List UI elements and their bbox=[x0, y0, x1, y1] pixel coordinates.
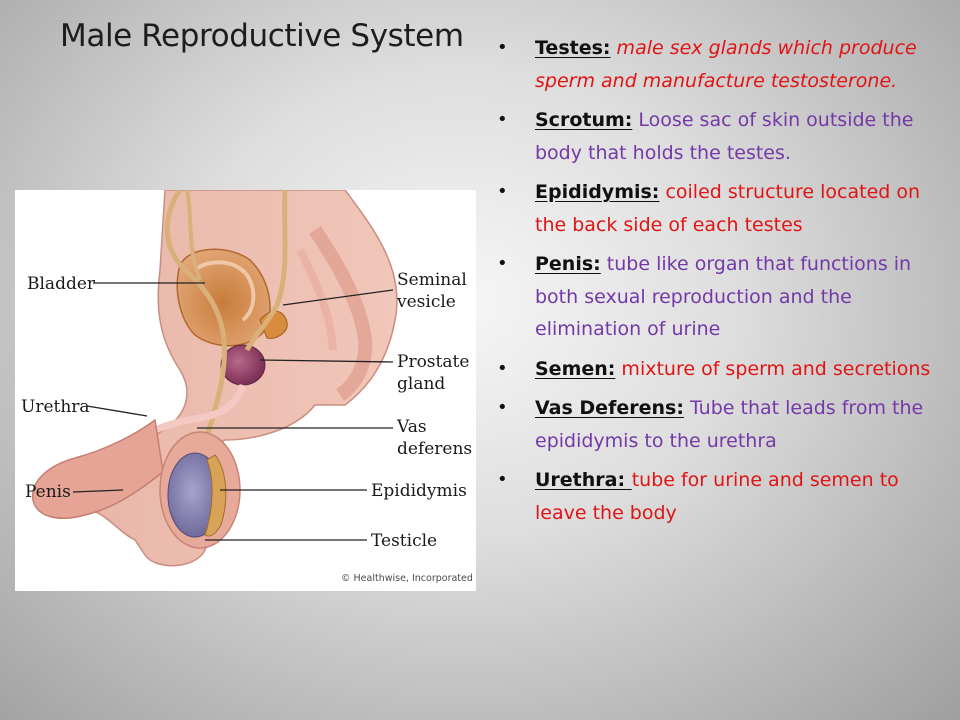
bullet-term: Scrotum: bbox=[535, 109, 633, 131]
label-prostate-1: Prostate bbox=[397, 352, 469, 372]
bullet-text: mixture of sperm and secretions bbox=[615, 357, 931, 380]
vas-deferens-tube-2 bbox=[185, 190, 202, 281]
penis-organ bbox=[32, 418, 164, 519]
bullet-item: • Vas Deferens: Tube that leads from the … bbox=[497, 392, 937, 457]
bullet-item: • Semen: mixture of sperm and secretions bbox=[497, 353, 937, 386]
muscle-shading-2 bbox=[296, 248, 337, 351]
bullet-item: • Testes: male sex glands which produce s… bbox=[497, 32, 937, 97]
bullet-text: tube like organ that functions in both s… bbox=[535, 253, 912, 340]
label-epididymis: Epididymis bbox=[371, 481, 467, 501]
bullet-term: Urethra: bbox=[535, 469, 632, 491]
label-urethra: Urethra bbox=[21, 397, 90, 417]
bullet-item: • Scrotum: Loose sac of skin outside the … bbox=[497, 104, 937, 169]
anatomy-illustration: Bladder Seminal vesicle Prostate gland U… bbox=[21, 190, 473, 584]
figure-credit: © Healthwise, Incorporated bbox=[341, 573, 473, 584]
bullet-dot-icon: • bbox=[497, 181, 508, 202]
bullet-item: • Epididymis: coiled structure located on… bbox=[497, 176, 937, 241]
label-prostate-2: gland bbox=[397, 374, 445, 394]
bullet-term: Penis: bbox=[535, 253, 601, 275]
bullet-text: Tube that leads from the epididymis to t… bbox=[535, 397, 924, 452]
bullet-term: Testes: bbox=[535, 37, 611, 59]
bullet-term: Vas Deferens: bbox=[535, 397, 684, 419]
definitions-list: • Testes: male sex glands which produce s… bbox=[497, 32, 937, 536]
bullet-term: Semen: bbox=[535, 357, 616, 380]
bullet-dot-icon: • bbox=[497, 253, 508, 274]
leader-lines bbox=[72, 282, 394, 541]
label-seminal-2: vesicle bbox=[396, 292, 456, 312]
bullet-term: Epididymis: bbox=[535, 181, 660, 203]
bladder-inner bbox=[193, 260, 256, 322]
prostate-organ bbox=[220, 344, 266, 386]
epididymis-organ bbox=[204, 454, 227, 537]
bullet-dot-icon: • bbox=[497, 357, 508, 379]
label-penis: Penis bbox=[25, 482, 71, 502]
bullet-dot-icon: • bbox=[497, 397, 508, 418]
label-seminal-1: Seminal bbox=[397, 270, 467, 290]
slide-title: Male Reproductive System bbox=[60, 18, 464, 54]
muscle-shading bbox=[309, 226, 373, 401]
bullet-text: coiled structure located on the back sid… bbox=[535, 181, 921, 236]
bullet-dot-icon: • bbox=[497, 37, 508, 58]
bullet-item: • Penis: tube like organ that functions i… bbox=[497, 248, 937, 346]
bullet-text: tube for urine and semen to leave the bo… bbox=[535, 469, 899, 524]
label-vas-2: deferens bbox=[397, 439, 472, 459]
label-vas-1: Vas bbox=[396, 417, 427, 437]
label-bladder: Bladder bbox=[27, 274, 96, 294]
bullet-item: • Urethra: tube for urine and semen to le… bbox=[497, 464, 937, 529]
bullet-text: Loose sac of skin outside the body that … bbox=[535, 109, 914, 164]
label-testicle: Testicle bbox=[371, 531, 437, 551]
anatomy-figure: Bladder Seminal vesicle Prostate gland U… bbox=[15, 190, 476, 591]
bullet-text: male sex glands which produce sperm and … bbox=[535, 37, 917, 92]
bullet-dot-icon: • bbox=[497, 109, 508, 130]
bullet-dot-icon: • bbox=[497, 469, 508, 490]
